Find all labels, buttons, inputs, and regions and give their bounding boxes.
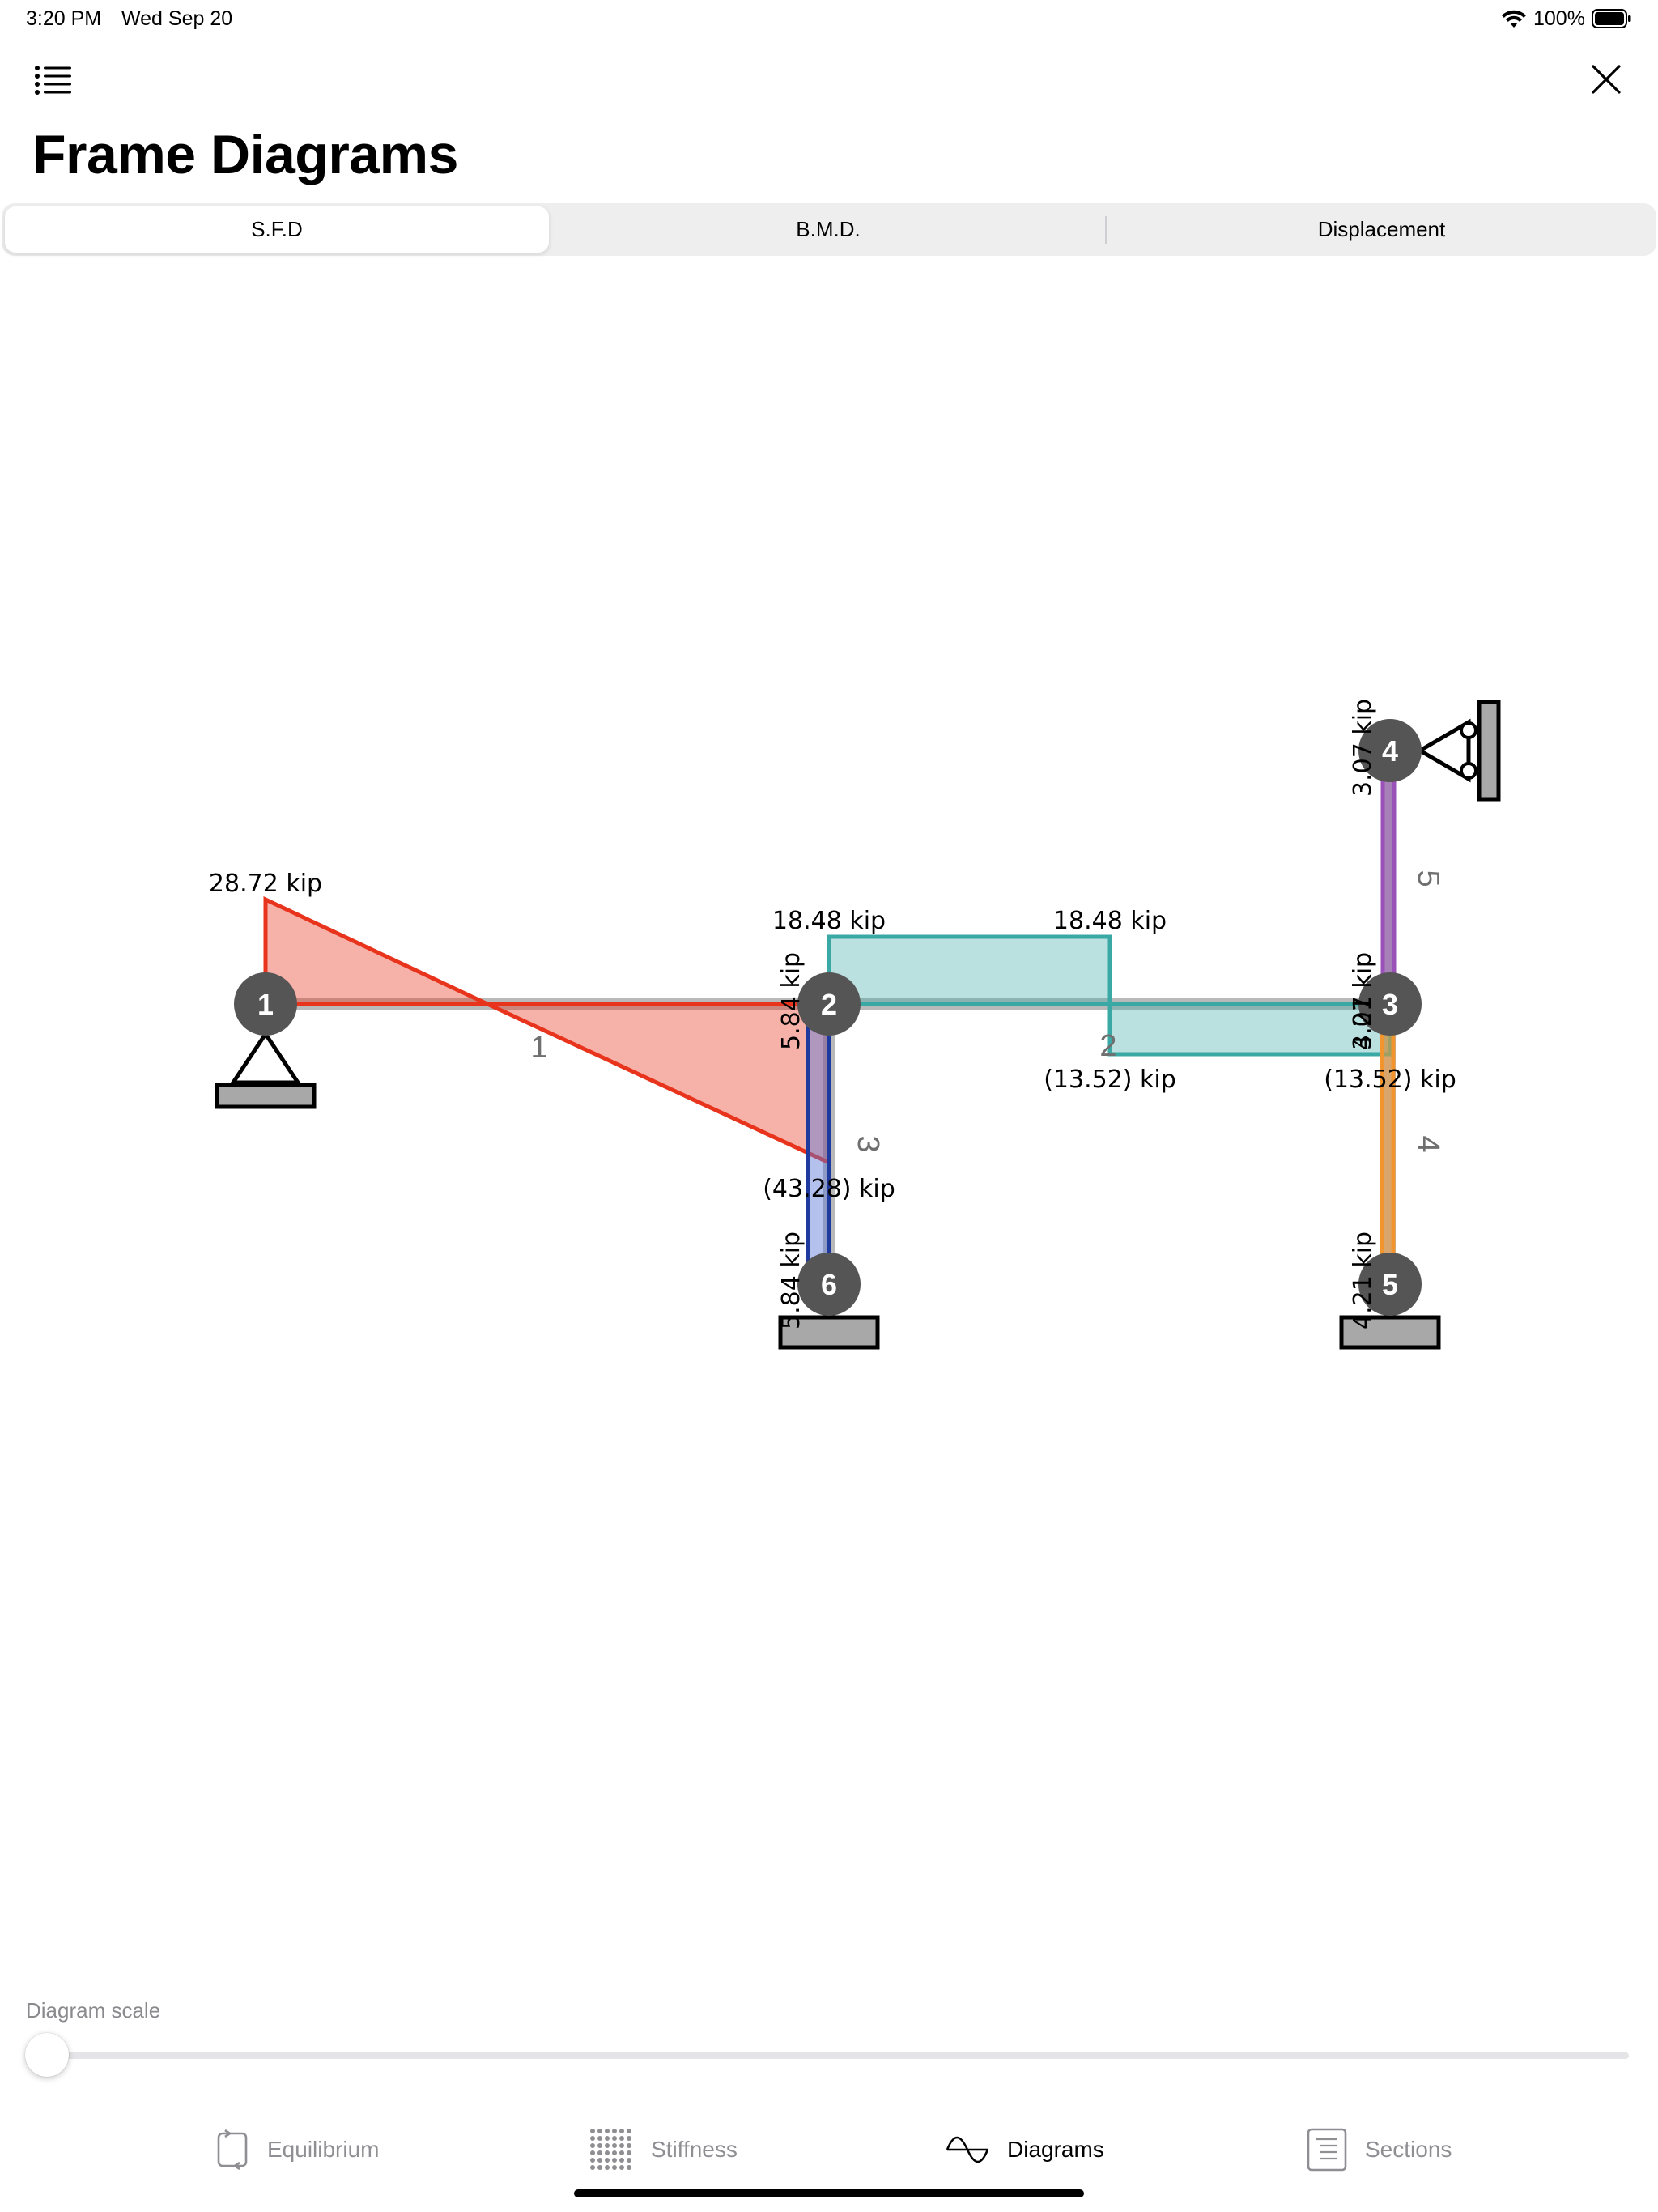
tab-equilibrium-label: Equilibrium	[267, 2137, 380, 2162]
home-indicator	[574, 2189, 1084, 2197]
m2-start-value: 18.48 kip	[772, 907, 886, 935]
m4-top-value: 4.21 kip	[1349, 952, 1377, 1050]
tab-diagrams-label: Diagrams	[1007, 2137, 1104, 2162]
tab-sections-label: Sections	[1365, 2137, 1452, 2162]
member-5-shear-area	[1380, 748, 1397, 1006]
node-6-label: 6	[821, 1268, 837, 1301]
close-icon[interactable]	[1590, 63, 1622, 96]
stiffness-icon	[590, 2129, 631, 2170]
diagram-scale-track[interactable]	[28, 2052, 1629, 2059]
shear-force-diagram[interactable]: 1 2 3 4 5 6 1 2 3 4 5 28.72 kip 18.48 ki…	[0, 267, 1658, 1967]
member-1-number: 1	[530, 1031, 547, 1065]
member-4-shear-area	[1380, 1002, 1396, 1287]
m5-bottom-value: 3.07 kip	[1349, 952, 1377, 1050]
tab-sections[interactable]: Sections	[1307, 2121, 1452, 2178]
tab-bmd[interactable]: B.M.D.	[796, 217, 861, 241]
member-2-number: 2	[1099, 1029, 1116, 1063]
node-5[interactable]	[1358, 1253, 1422, 1316]
status-date: Wed Sep 20	[121, 7, 233, 30]
node-1[interactable]	[234, 972, 297, 1036]
m1-start-value: 28.72 kip	[209, 870, 322, 898]
node-5-label: 5	[1382, 1268, 1398, 1301]
node-2[interactable]	[797, 972, 861, 1036]
node-3-label: 3	[1382, 988, 1398, 1021]
diagram-scale-thumb[interactable]	[25, 2033, 69, 2077]
m2-mid-value: 18.48 kip	[1053, 907, 1167, 935]
node-2-label: 2	[821, 988, 837, 1021]
pin-support-node-1	[215, 1030, 317, 1109]
tab-stiffness-label: Stiffness	[651, 2137, 738, 2162]
node-1-label: 1	[257, 988, 274, 1021]
sections-icon	[1307, 2128, 1347, 2172]
tab-displacement[interactable]: Displacement	[1317, 217, 1446, 241]
member-3-number: 3	[851, 1135, 885, 1152]
node-4[interactable]	[1358, 719, 1422, 782]
member-1-shear-area	[263, 896, 489, 1006]
m2-end-neg-value: (13.52) kip	[1324, 1066, 1456, 1094]
m3-neg-value: (43.28) kip	[763, 1175, 895, 1203]
m3-bottom-value: 5.84 kip	[777, 1231, 806, 1329]
fixed-support-node-5	[1339, 1315, 1441, 1350]
nodes	[234, 719, 1422, 1316]
m4-bottom-value: 4.21 kip	[1349, 1231, 1377, 1329]
battery-percent: 100%	[1533, 7, 1585, 30]
page-title: Frame Diagrams	[32, 124, 458, 185]
battery-icon	[1592, 9, 1631, 28]
segment-divider	[1105, 216, 1107, 244]
member-2-shear-pos	[827, 934, 1112, 1006]
node-3[interactable]	[1358, 972, 1422, 1036]
equilibrium-icon	[217, 2129, 248, 2171]
m5-top-value: 3.07 kip	[1349, 699, 1377, 797]
diagram-type-segmented-control: S.F.D B.M.D. Displacement	[2, 203, 1656, 256]
wifi-icon	[1502, 10, 1526, 28]
member-3-shear-area	[806, 1002, 831, 1287]
tab-sfd[interactable]: S.F.D	[5, 206, 549, 253]
tab-stiffness[interactable]: Stiffness	[589, 2121, 738, 2178]
diagrams-icon	[946, 2136, 989, 2163]
m2-mid-neg-value: (13.52) kip	[1044, 1066, 1176, 1094]
tab-equilibrium[interactable]: Equilibrium	[215, 2121, 380, 2178]
member-4-number: 4	[1411, 1135, 1445, 1152]
diagram-scale-label: Diagram scale	[26, 1998, 161, 2023]
m3-top-value: 5.84 kip	[777, 952, 806, 1050]
member-5-number: 5	[1411, 870, 1445, 887]
tab-diagrams[interactable]: Diagrams	[946, 2121, 1104, 2178]
status-time: 3:20 PM	[26, 7, 102, 30]
node-4-label: 4	[1382, 734, 1398, 768]
list-icon[interactable]	[34, 65, 73, 96]
fixed-support-node-6	[778, 1315, 880, 1350]
node-6[interactable]	[797, 1253, 861, 1316]
roller-support-node-4	[1416, 700, 1501, 802]
